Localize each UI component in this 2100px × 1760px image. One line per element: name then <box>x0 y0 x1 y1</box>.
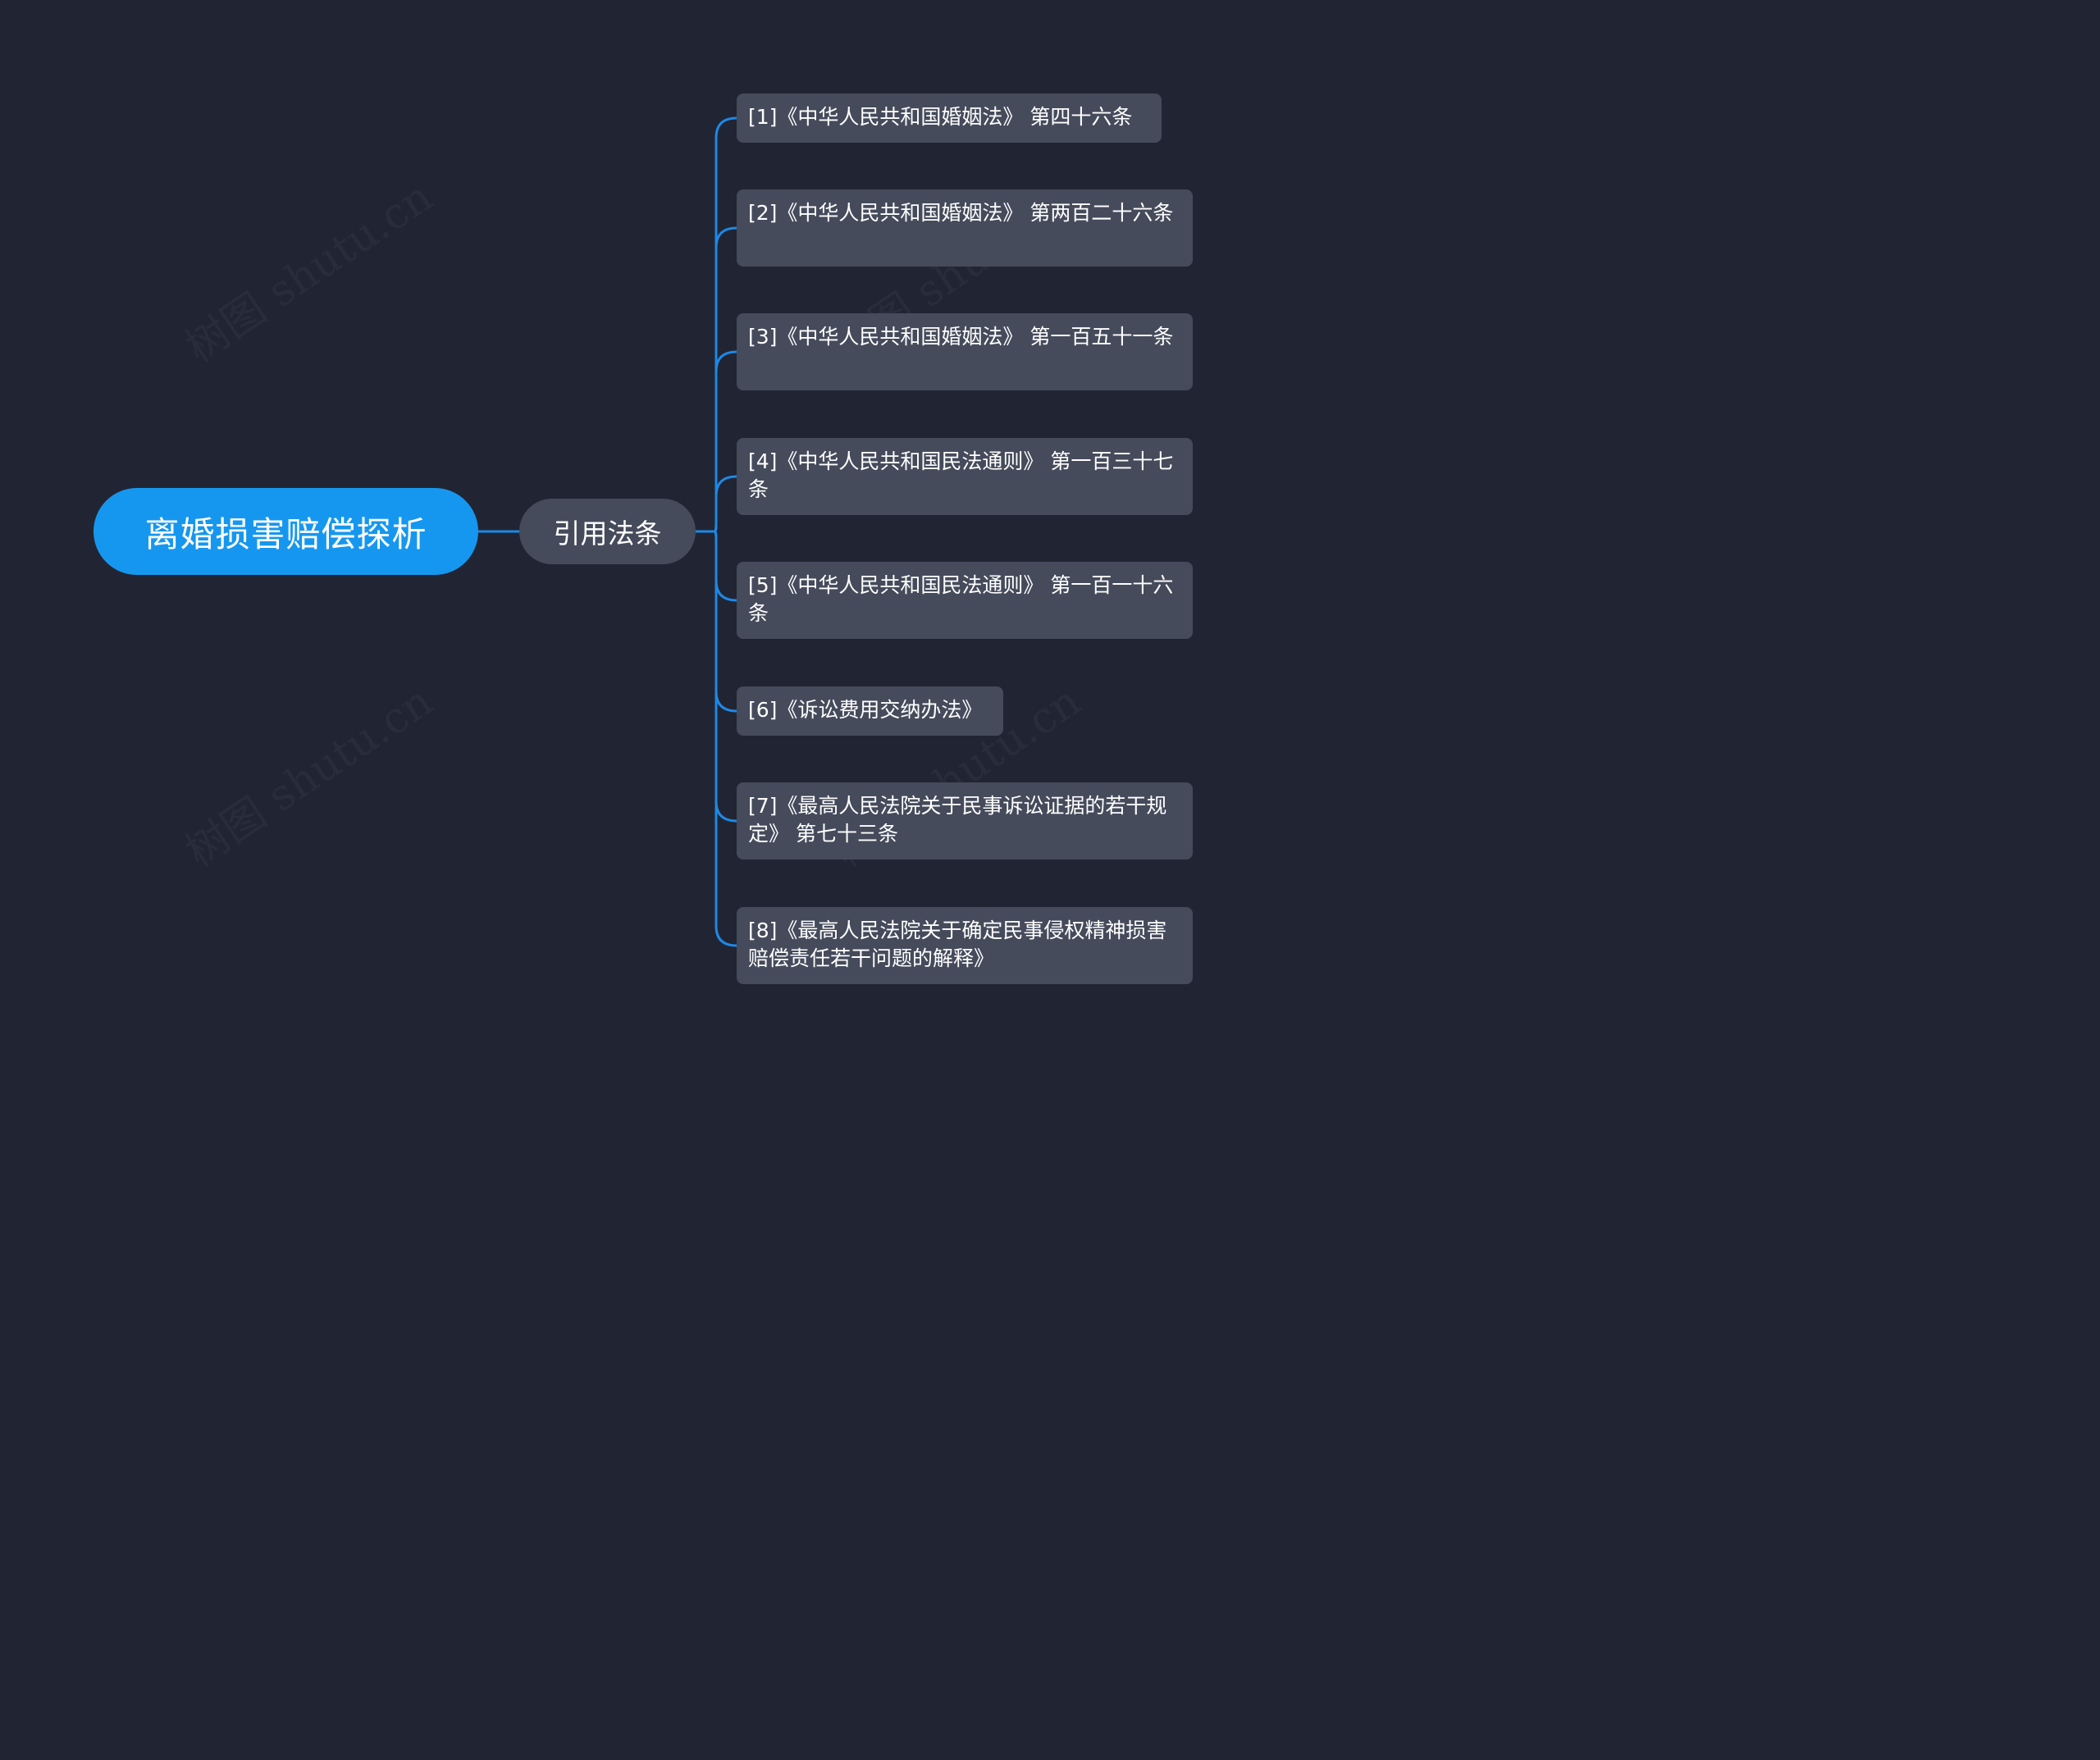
mindmap-canvas: 树图 shutu.cn 树图 shutu.cn 树图 shutu.cn 树图 s… <box>0 0 1286 1078</box>
leaf-node-5[interactable]: [5]《中华人民共和国民法通则》 第一百一十六条 <box>737 562 1193 639</box>
leaf-node-label: [6]《诉讼费用交纳办法》 <box>748 698 983 722</box>
leaf-node-3[interactable]: [3]《中华人民共和国婚姻法》 第一百五十一条 <box>737 313 1193 390</box>
root-node-label: 离婚损害赔偿探析 <box>144 513 427 554</box>
leaf-node-label: [8]《最高人民法院关于确定民事侵权精神损害赔偿责任若干问题的解释》 <box>748 919 1167 970</box>
leaf-node-label: [7]《最高人民法院关于民事诉讼证据的若干规定》 第七十三条 <box>748 794 1167 846</box>
root-node[interactable]: 离婚损害赔偿探析 <box>94 488 478 575</box>
connector-lines <box>478 116 737 947</box>
leaf-node-label: [1]《中华人民共和国婚姻法》 第四十六条 <box>748 105 1133 129</box>
leaf-node-label: [3]《中华人民共和国婚姻法》 第一百五十一条 <box>748 325 1174 349</box>
branch-node-label: 引用法条 <box>553 518 662 549</box>
branch-node-citations[interactable]: 引用法条 <box>519 499 696 564</box>
leaf-node-7[interactable]: [7]《最高人民法院关于民事诉讼证据的若干规定》 第七十三条 <box>737 782 1193 859</box>
leaf-node-label: [5]《中华人民共和国民法通则》 第一百一十六条 <box>748 573 1174 625</box>
leaf-node-1[interactable]: [1]《中华人民共和国婚姻法》 第四十六条 <box>737 93 1162 143</box>
leaf-node-4[interactable]: [4]《中华人民共和国民法通则》 第一百三十七条 <box>737 438 1193 515</box>
leaf-node-label: [4]《中华人民共和国民法通则》 第一百三十七条 <box>748 449 1174 501</box>
leaf-node-6[interactable]: [6]《诉讼费用交纳办法》 <box>737 686 1003 736</box>
leaf-node-2[interactable]: [2]《中华人民共和国婚姻法》 第两百二十六条 <box>737 189 1193 267</box>
leaf-node-8[interactable]: [8]《最高人民法院关于确定民事侵权精神损害赔偿责任若干问题的解释》 <box>737 907 1193 984</box>
leaf-node-label: [2]《中华人民共和国婚姻法》 第两百二十六条 <box>748 201 1174 225</box>
leaf-connector-8 <box>696 530 737 947</box>
